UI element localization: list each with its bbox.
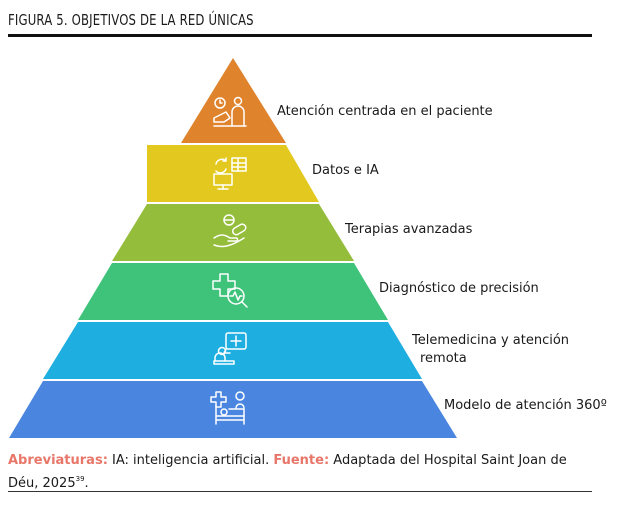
layer-label-patient-care: Atención centrada en el paciente (277, 104, 493, 119)
figure-footnote: Abreviaturas: IA: inteligencia artificia… (8, 452, 598, 493)
source-text: Adaptada del Hospital Saint Joan de Déu,… (8, 453, 567, 491)
layer-label-data-ai: Datos e IA (312, 163, 379, 178)
source-reference: 39 (75, 475, 85, 483)
pyramid-layer-4 (78, 263, 388, 320)
layer-label-care-model: Modelo de atención 360º (444, 398, 607, 413)
hospital-bed-icon (210, 391, 245, 425)
source-key: Fuente: (273, 453, 330, 468)
top-rule (8, 34, 592, 37)
layer-label-advanced-therapies: Terapias avanzadas (345, 222, 473, 237)
abbreviations-key: Abreviaturas: (8, 453, 108, 468)
pyramid-layer-5 (43, 322, 422, 379)
figure-title: FIGURA 5. OBJETIVOS DE LA RED ÚNICAS (8, 11, 254, 29)
data-exchange-icon (213, 157, 247, 190)
layer-label-precision-diagnosis: Diagnóstico de precisión (379, 281, 539, 296)
telemedicine-icon (213, 332, 247, 365)
abbreviations-text: IA: inteligencia artificial. (107, 453, 274, 468)
bottom-rule (8, 491, 592, 492)
precision-diagnosis-icon (212, 273, 248, 308)
pyramid-layer-1 (181, 58, 286, 143)
pyramid-layer-2 (147, 145, 319, 202)
layer-label-telemedicine-line2: remota (420, 351, 467, 366)
patient-care-icon (213, 96, 247, 127)
layer-label-telemedicine-line1: Telemedicina y atención (412, 333, 570, 348)
source-end: . (84, 476, 89, 491)
hand-pill-icon (213, 214, 247, 248)
